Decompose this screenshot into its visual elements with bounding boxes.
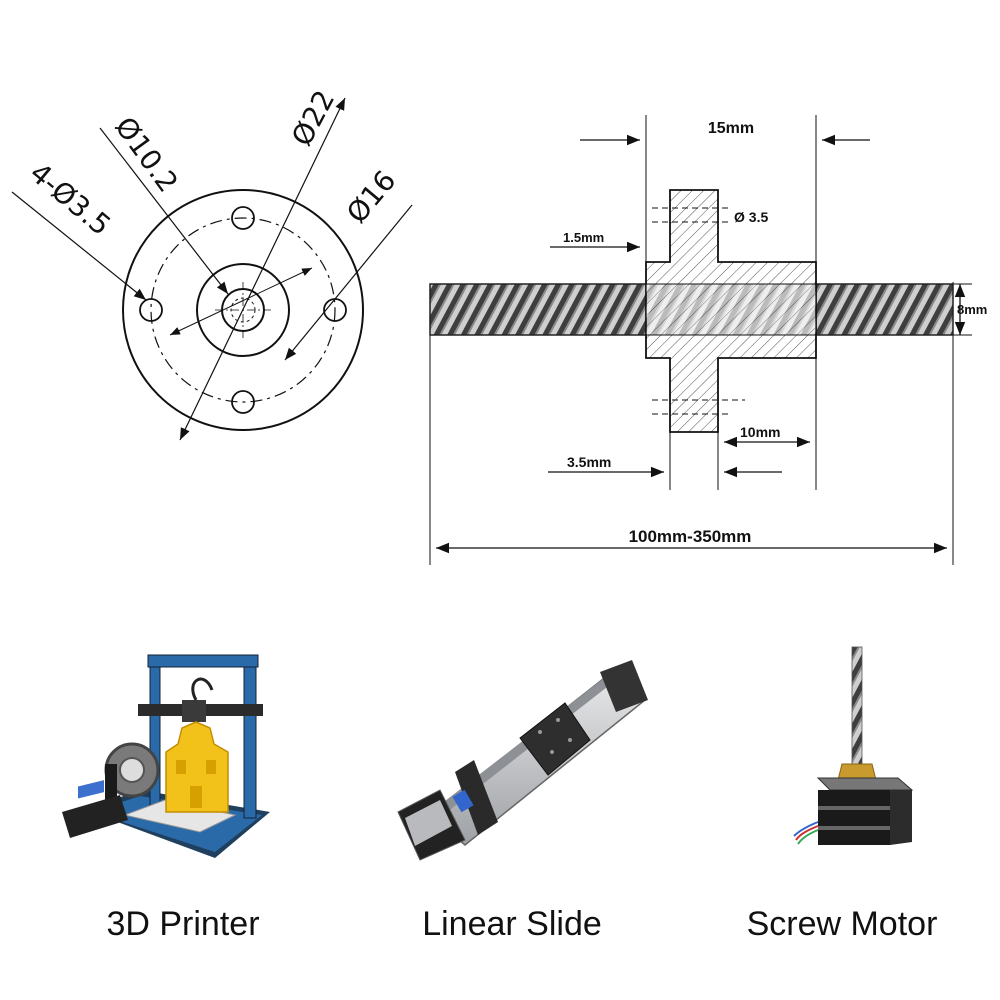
application-label-3d-printer: 3D Printer <box>106 905 260 943</box>
outer-dia-label: Ø22 <box>285 85 341 151</box>
screw-dia-label: 8mm <box>957 302 987 317</box>
application-label-linear-slide: Linear Slide <box>422 905 602 943</box>
hole-offset-label: 3.5mm <box>567 454 611 470</box>
flange-width-label: 15mm <box>708 120 754 137</box>
screw-motor-illustration <box>793 646 914 845</box>
outer-dia-leader <box>179 97 346 441</box>
flange-front-view <box>11 97 413 441</box>
bolt-circle-label: Ø16 <box>340 164 402 229</box>
printer-illustration <box>62 654 270 858</box>
side-view <box>429 115 972 565</box>
body-length-label: 10mm <box>740 424 780 440</box>
hole-dia-label: Ø 3.5 <box>734 209 768 225</box>
mount-hole-left <box>139 298 163 322</box>
linear-slide-illustration <box>397 660 648 861</box>
holes-leader <box>11 191 147 301</box>
application-label-screw-motor: Screw Motor <box>746 905 938 943</box>
holes-label: 4-Ø3.5 <box>24 156 118 242</box>
bolt-circle-leader <box>284 204 413 361</box>
total-length-label: 100mm-350mm <box>629 527 752 546</box>
flange-thickness-label: 1.5mm <box>563 230 604 245</box>
